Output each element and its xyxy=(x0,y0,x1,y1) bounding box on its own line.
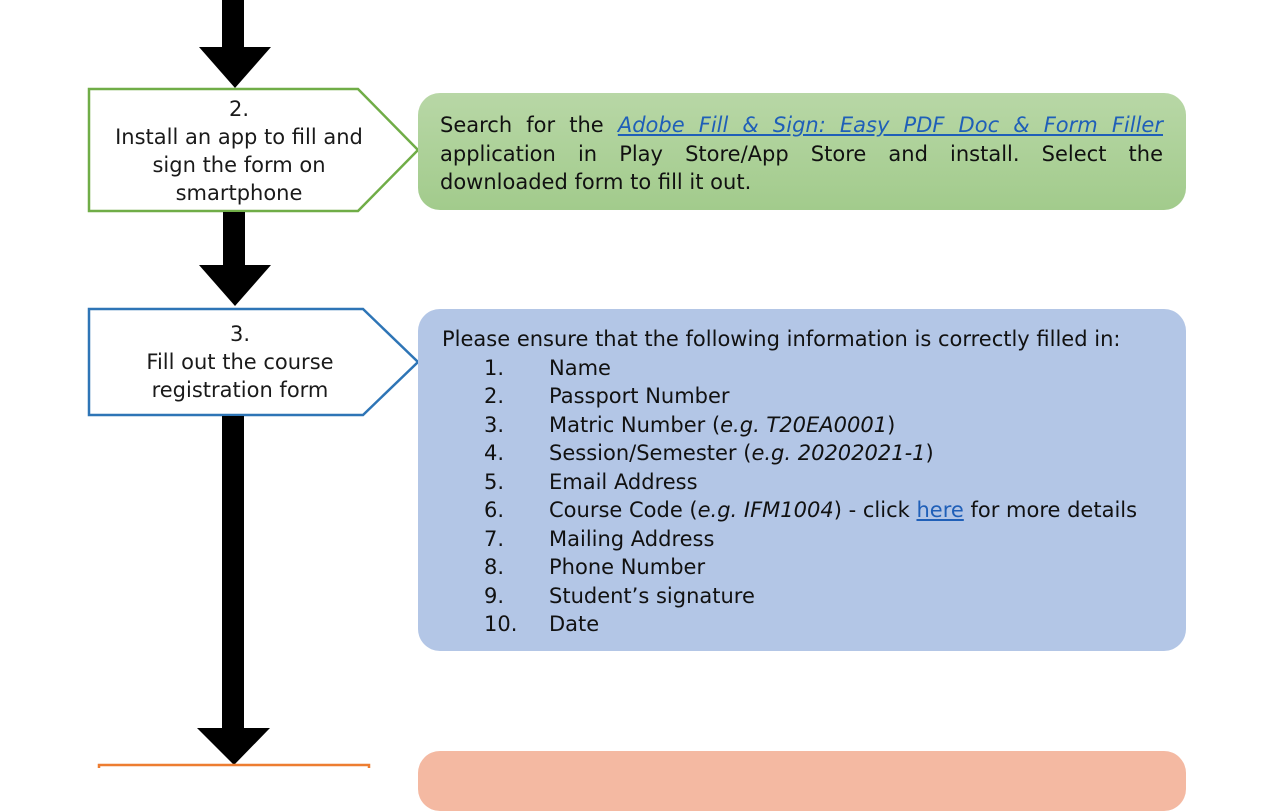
item-number: 9. xyxy=(484,583,505,608)
item-text: Date xyxy=(549,612,600,636)
item-suffix: ) - click xyxy=(833,498,917,522)
step-3-title-line: registration form xyxy=(151,378,329,402)
item-number: 1. xyxy=(484,355,505,380)
example-prefix: e.g. xyxy=(751,441,798,465)
list-item: 8. Phone Number xyxy=(484,553,1166,582)
item-text: Session/Semester (e.g. 20202021-1) xyxy=(549,439,934,468)
item-number: 3. xyxy=(484,412,505,437)
item-number: 8. xyxy=(484,555,505,579)
step-3-instructions: Please ensure that the following informa… xyxy=(418,309,1186,651)
step-2-note-line-3: downloaded form to fill it out. xyxy=(440,170,752,194)
list-item: 2. Passport Number xyxy=(484,382,1166,411)
item-text: Passport Number xyxy=(549,384,730,408)
example-prefix: e.g. xyxy=(697,498,744,522)
arrow-into-step-2 xyxy=(199,0,271,88)
item-text: Matric Number (e.g. T20EA0001) xyxy=(549,411,895,440)
step-2-note-prefix: Search for the xyxy=(440,113,618,137)
adobe-fill-sign-link[interactable]: Adobe Fill & Sign: Easy PDF Doc & Form F… xyxy=(617,113,1163,137)
arrow-step-3-to-4 xyxy=(197,416,270,765)
item-text: Email Address xyxy=(549,469,698,494)
list-item: 10. Date xyxy=(484,610,1166,639)
step-2-instructions: Search for the Adobe Fill & Sign: Easy P… xyxy=(418,93,1186,210)
step-3-title-line: Fill out the course xyxy=(146,350,334,374)
step-3-number: 3. xyxy=(229,322,251,346)
item-suffix: ) xyxy=(925,441,934,465)
item-number: 5. xyxy=(484,469,505,494)
item-number: 7. xyxy=(484,526,505,551)
step-2-title-line: sign the form on xyxy=(152,153,326,177)
list-item: 4. Session/Semester (e.g. 20202021-1) xyxy=(484,439,1166,468)
course-code-details-link[interactable]: here xyxy=(916,498,964,522)
example-value: 20202021-1 xyxy=(797,441,926,465)
list-item: 7. Mailing Address xyxy=(484,525,1166,554)
item-number: 10. xyxy=(484,612,518,636)
step-3-shape xyxy=(87,307,420,417)
item-number: 6. xyxy=(484,498,505,522)
item-text: Course Code (e.g. IFM1004) - click here … xyxy=(549,496,1137,525)
step-2-note-line-2: application in Play Store/App Store and … xyxy=(440,141,1163,166)
item-suffix: ) xyxy=(887,412,896,437)
list-item: 9. Student’s signature xyxy=(484,582,1166,611)
step-2-number: 2. xyxy=(228,97,250,121)
item-text: Mailing Address xyxy=(549,526,715,551)
item-label: Session/Semester ( xyxy=(549,441,752,465)
item-number: 2. xyxy=(484,384,505,408)
item-text: Name xyxy=(549,355,611,380)
example-prefix: e.g. xyxy=(720,412,767,437)
list-item: 1. Name xyxy=(484,354,1166,383)
step-3-label: 3. Fill out the course registration form xyxy=(89,320,391,404)
step-2-title-line: Install an app to fill and xyxy=(115,125,363,149)
list-item: 3. Matric Number (e.g. T20EA0001) xyxy=(484,411,1166,440)
step-2-shape xyxy=(87,87,420,213)
step-4-instructions xyxy=(418,751,1186,811)
item-after-link: for more details xyxy=(963,498,1138,522)
step-2-label: 2. Install an app to fill and sign the f… xyxy=(89,95,389,207)
item-label: Course Code ( xyxy=(549,498,698,522)
example-value: IFM1004 xyxy=(743,498,834,522)
arrow-step-2-to-3 xyxy=(199,212,271,306)
item-text: Student’s signature xyxy=(549,583,755,608)
item-number: 4. xyxy=(484,441,505,465)
item-text: Phone Number xyxy=(549,555,706,579)
list-item: 6. Course Code (e.g. IFM1004) - click he… xyxy=(484,496,1166,525)
example-value: T20EA0001 xyxy=(766,412,888,437)
step-2-title-line: smartphone xyxy=(175,181,303,205)
list-item: 5. Email Address xyxy=(484,468,1166,497)
required-fields-list: 1. Name 2. Passport Number 3. Matric Num… xyxy=(442,354,1166,639)
step-4-shape xyxy=(97,763,371,768)
step-2-note-line-1: Search for the Adobe Fill & Sign: Easy P… xyxy=(440,111,1163,140)
item-label: Matric Number ( xyxy=(549,412,721,437)
step-3-intro: Please ensure that the following informa… xyxy=(442,327,1121,351)
flowchart-shapes xyxy=(87,0,420,768)
